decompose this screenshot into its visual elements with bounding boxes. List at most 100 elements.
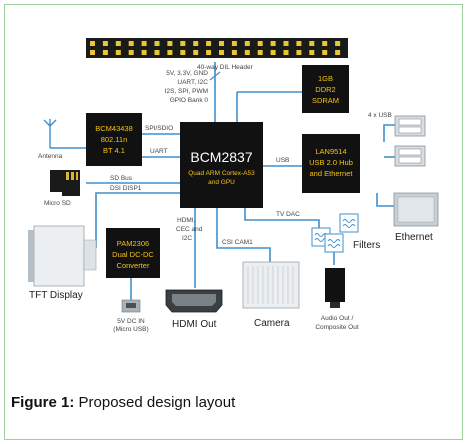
header-pin — [154, 41, 160, 46]
filter-icon — [324, 233, 344, 253]
header-pin — [206, 50, 212, 55]
micro-usb-connector: 5V DC IN (Micro USB) — [113, 299, 149, 333]
header-pin — [90, 50, 95, 55]
header-pin — [231, 50, 237, 55]
gpio-signal-uart: UART, I2C — [177, 79, 208, 86]
header-pin — [335, 50, 341, 55]
header-pin — [115, 50, 121, 55]
gpio-header-label: 40-way DIL Header — [197, 64, 254, 71]
power-chip: PAM2306 Dual DC-DC Converter — [106, 228, 160, 278]
audio-out-line2: Composite Out — [315, 324, 359, 331]
wifi-line3: BT 4.1 — [103, 146, 125, 155]
spi-sdio-label: SPI/SDIO — [145, 125, 173, 132]
filters-label: Filters — [353, 240, 380, 251]
sdram-chip: 1GB DDR2 SDRAM — [302, 65, 349, 113]
soc-body — [180, 122, 263, 208]
tft-label: TFT Display — [29, 290, 83, 301]
gpio-header-pins — [90, 41, 341, 55]
header-pin — [270, 50, 276, 55]
header-pin — [167, 50, 173, 55]
bus-tv-dac — [244, 208, 320, 228]
hdmi-out-label: HDMI Out — [172, 319, 217, 330]
gpio-header: 40-way DIL Header — [86, 38, 348, 81]
usb-hub-line3: and Ethernet — [310, 169, 354, 178]
usb-port-icon — [394, 115, 426, 137]
soc-line2: and GPU — [208, 179, 235, 186]
header-pin — [296, 41, 302, 46]
gpio-signal-bank: GPIO Bank 0 — [170, 97, 209, 104]
hdmi-labels: HDMI, CEC and I2C — [176, 217, 203, 242]
audio-jack-icon — [325, 268, 345, 302]
bus-csi — [216, 208, 271, 262]
ethernet-label: Ethernet — [395, 232, 433, 243]
wifi-body — [86, 113, 142, 166]
sdram-line2: DDR2 — [315, 85, 335, 94]
power-line3: Converter — [117, 261, 150, 270]
header-pin — [128, 41, 134, 46]
hdmi-bus-line3: I2C — [182, 235, 192, 242]
hdmi-bus-line2: CEC and — [176, 226, 203, 233]
header-pin — [141, 41, 147, 46]
usb-ports-label: 4 x USB — [368, 112, 392, 119]
wifi-chip: BCM43438 802.11n BT 4.1 — [86, 113, 142, 166]
power-line2: Dual DC-DC — [112, 250, 154, 259]
header-pin — [141, 50, 147, 55]
usb-hub-line1: LAN9514 — [315, 147, 346, 156]
csi-label: CSI CAM1 — [222, 239, 253, 246]
camera-label: Camera — [254, 318, 290, 329]
header-pin — [102, 50, 108, 55]
header-pin — [128, 50, 134, 55]
audio-out-line1: Audio Out / — [321, 315, 354, 322]
figure-caption-text: Proposed design layout — [74, 394, 236, 411]
header-pin — [309, 41, 315, 46]
uart-label: UART — [150, 148, 168, 155]
bus-dsi — [95, 192, 180, 248]
header-pin — [206, 41, 212, 46]
antenna-label: Antenna — [38, 153, 63, 160]
usb-hub-line2: USB 2.0 Hub — [309, 158, 353, 167]
figure-frame — [4, 4, 463, 440]
usb-ports: 4 x USB — [368, 112, 426, 167]
soc-name: BCM2837 — [190, 149, 252, 165]
wifi-line1: BCM43438 — [95, 124, 133, 133]
power-line1: PAM2306 — [117, 239, 149, 248]
tft-icon — [33, 225, 85, 287]
header-pin — [322, 50, 328, 55]
header-pin — [167, 41, 173, 46]
filter-icon — [339, 213, 359, 233]
sd-bus-label: SD Bus — [110, 175, 133, 182]
microsd-card: Micro SD — [44, 170, 80, 207]
header-pin — [244, 41, 250, 46]
tft-display: TFT Display — [28, 225, 97, 301]
gpio-signal-labels: 5V, 3.3V, GND UART, I2C I2S, SPI, PWM GP… — [165, 70, 209, 104]
header-pin — [309, 50, 315, 55]
header-pin — [102, 41, 108, 46]
header-pin — [283, 41, 289, 46]
header-pin — [219, 41, 224, 46]
gpio-signal-power: 5V, 3.3V, GND — [166, 70, 208, 77]
microsd-label: Micro SD — [44, 200, 71, 207]
hdmi-bus-line1: HDMI, — [177, 217, 196, 224]
audio-jack: Audio Out / Composite Out — [315, 268, 359, 331]
usb-port-icon — [394, 145, 426, 167]
usb-bus-label: USB — [276, 157, 289, 164]
header-pin — [322, 41, 328, 46]
camera-cable-icon — [242, 261, 300, 309]
header-pin — [193, 41, 199, 46]
header-pin — [296, 50, 302, 55]
header-pin — [154, 50, 160, 55]
usb-hub-body — [302, 134, 360, 193]
header-pin — [115, 41, 121, 46]
figure-caption-label: Figure 1: — [11, 394, 75, 411]
power-in-line1: 5V DC IN — [117, 318, 145, 325]
sdram-line3: SDRAM — [312, 96, 339, 105]
antenna-icon — [43, 119, 86, 149]
figure-caption: Figure 1: Proposed design layout — [11, 394, 235, 411]
camera-module: Camera — [242, 261, 300, 329]
header-pin — [335, 41, 341, 46]
hdmi-connector: HDMI Out — [165, 289, 223, 330]
microsd-icon — [50, 170, 80, 196]
header-pin — [283, 50, 289, 55]
tv-dac-label: TV DAC — [276, 211, 300, 218]
